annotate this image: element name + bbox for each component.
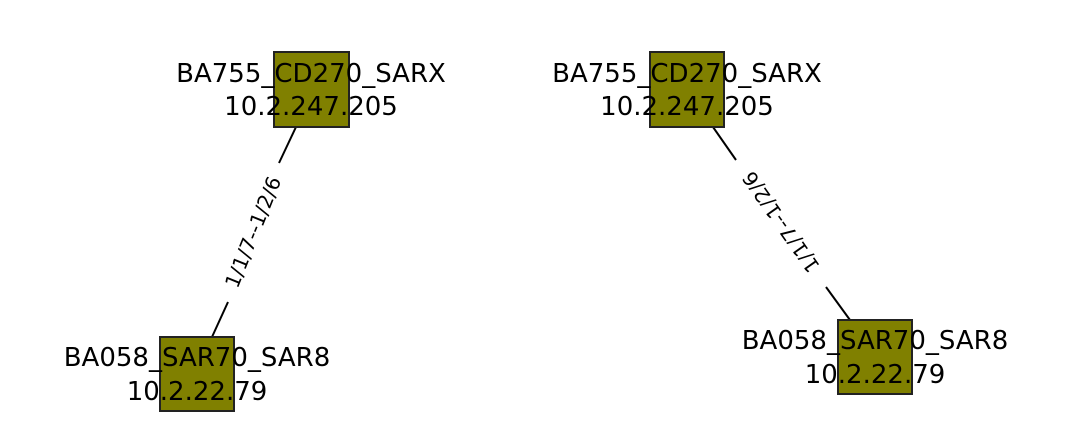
graph-left: 1/1/7--1/2/6 BA755_CD270_SARX 10.2.247.2…: [64, 51, 446, 412]
node-ip: 10.2.22.79: [127, 377, 268, 407]
node-name: BA058_SAR70_SAR8: [742, 326, 1009, 356]
node-name: BA755_CD270_SARX: [176, 59, 446, 89]
node-box[interactable]: [159, 336, 235, 412]
node-ip: 10.2.247.205: [600, 92, 774, 122]
node-ip: 10.2.22.79: [805, 360, 946, 390]
node-name: BA755_CD270_SARX: [552, 59, 822, 89]
node-ba755[interactable]: BA755_CD270_SARX 10.2.247.205: [176, 51, 446, 128]
edge-label: 1/1/7--1/2/6: [220, 173, 286, 291]
node-ba058[interactable]: BA058_SAR70_SAR8 10.2.22.79: [64, 336, 331, 412]
node-name: BA058_SAR70_SAR8: [64, 343, 331, 373]
edge-line-bottom: [211, 301, 229, 338]
graph-right: 1/1/7--1/2/6 BA755_CD270_SARX 10.2.247.2…: [552, 51, 1009, 395]
edge-line-top: [712, 126, 737, 161]
edge-label: 1/1/7--1/2/6: [737, 167, 824, 277]
node-box[interactable]: [837, 319, 913, 395]
edge-line-top: [278, 126, 297, 164]
edge-line-bottom: [825, 286, 851, 321]
node-ba058[interactable]: BA058_SAR70_SAR8 10.2.22.79: [742, 319, 1009, 395]
node-ba755[interactable]: BA755_CD270_SARX 10.2.247.205: [552, 51, 822, 128]
node-box[interactable]: [649, 51, 725, 128]
node-ip: 10.2.247.205: [224, 92, 398, 122]
node-box[interactable]: [273, 51, 350, 128]
